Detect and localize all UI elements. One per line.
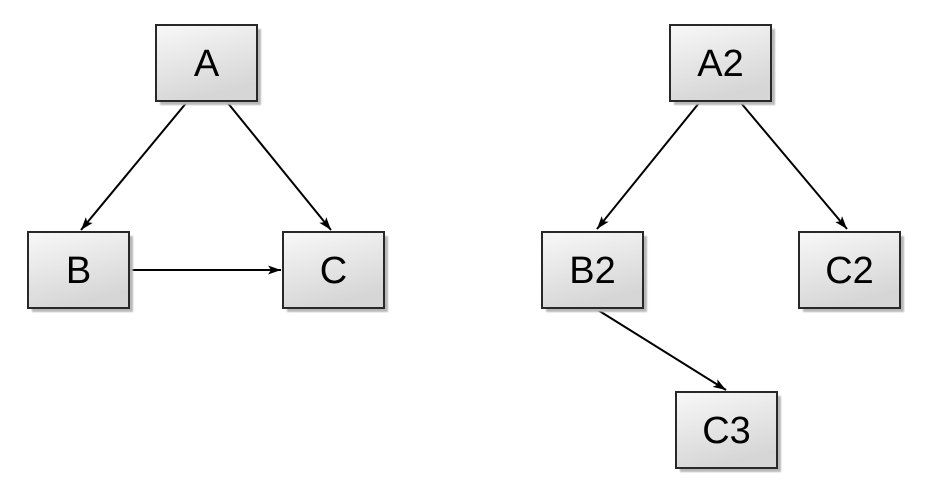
node-box-B[interactable]: [27, 231, 130, 309]
node-box-C2[interactable]: [798, 231, 901, 309]
node-label-A: A: [194, 43, 220, 85]
edge-B2-C3[interactable]: [592, 306, 727, 391]
node-B2[interactable]: B2: [541, 231, 647, 312]
node-C2[interactable]: C2: [798, 231, 904, 312]
node-label-B2: B2: [569, 250, 615, 292]
node-B[interactable]: B: [27, 231, 133, 312]
node-A2[interactable]: A2: [669, 24, 775, 105]
edge-A-B[interactable]: [80, 101, 188, 231]
left-triangle-graph: A B C: [27, 24, 388, 312]
edge-A2-C2[interactable]: [740, 102, 848, 230]
node-A[interactable]: A: [155, 24, 261, 105]
edge-A2-B2[interactable]: [596, 102, 700, 230]
node-label-A2: A2: [697, 43, 743, 85]
node-C3[interactable]: C3: [675, 391, 781, 472]
node-label-B: B: [66, 250, 91, 292]
node-C[interactable]: C: [282, 231, 388, 312]
node-box-B2[interactable]: [541, 231, 644, 309]
node-box-A2[interactable]: [669, 24, 772, 102]
node-box-C[interactable]: [282, 231, 385, 309]
node-box-A[interactable]: [155, 24, 258, 102]
node-label-C: C: [320, 250, 347, 292]
edge-A-C[interactable]: [226, 101, 332, 231]
node-label-C2: C2: [825, 250, 874, 292]
node-label-C3: C3: [702, 410, 751, 452]
node-box-C3[interactable]: [675, 391, 778, 469]
